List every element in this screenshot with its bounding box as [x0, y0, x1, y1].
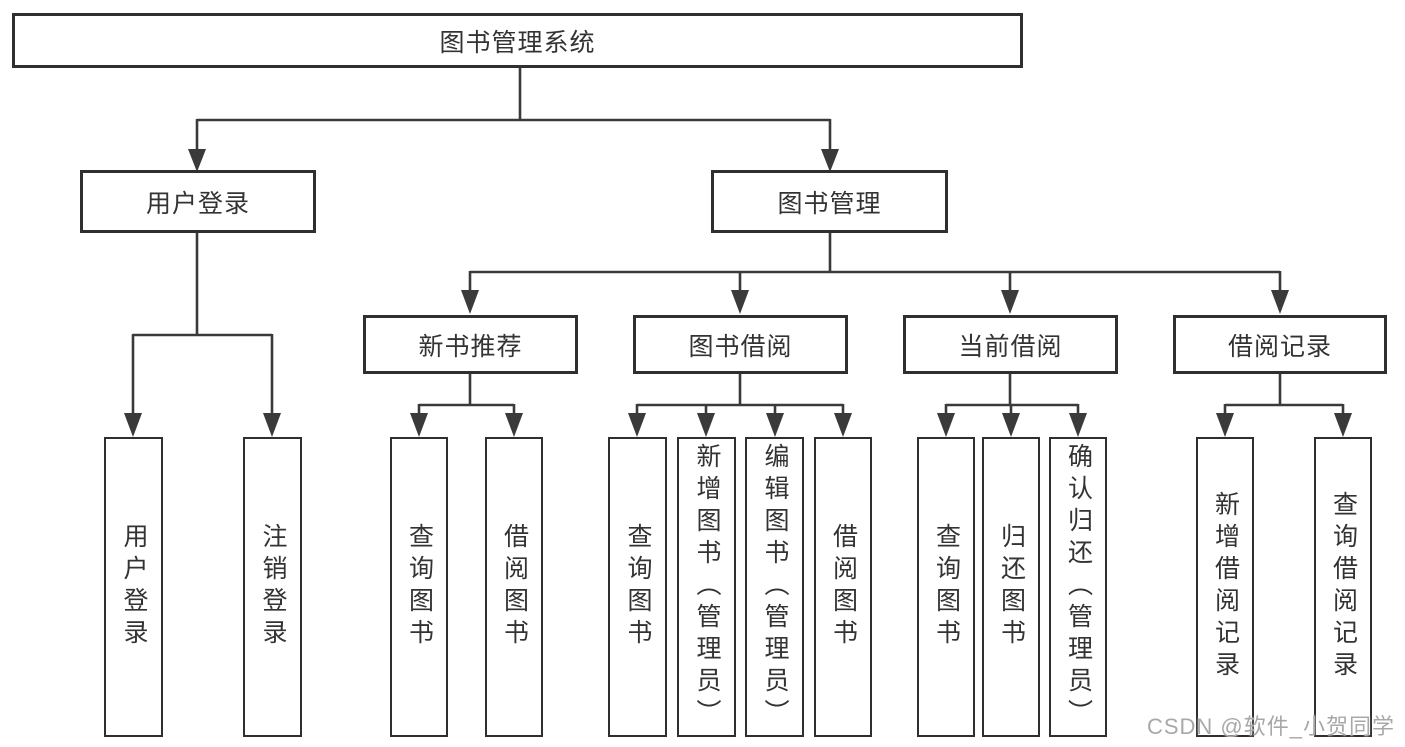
node-label: 编辑图书（管理员） — [761, 443, 789, 731]
leaf-edit-books-admin: 编辑图书（管理员） — [745, 437, 804, 737]
leaf-borrow-books-recommend: 借阅图书 — [485, 437, 543, 737]
leaf-query-books-borrowing: 查询图书 — [608, 437, 667, 737]
leaf-user-login: 用户登录 — [104, 437, 163, 737]
node-book-management: 图书管理 — [711, 170, 948, 233]
arrow-down-icon — [834, 413, 852, 437]
node-label: 归还图书 — [997, 523, 1026, 651]
arrow-down-icon — [263, 413, 281, 437]
leaf-confirm-return-admin: 确认归还（管理员） — [1049, 437, 1107, 737]
node-label: 查询图书 — [932, 523, 961, 651]
leaf-add-books-admin: 新增图书（管理员） — [677, 437, 736, 737]
arrow-down-icon — [731, 290, 749, 314]
arrow-down-icon — [1002, 413, 1020, 437]
arrow-down-icon — [821, 149, 839, 172]
leaf-query-borrow-record: 查询借阅记录 — [1314, 437, 1372, 737]
node-label: 注销登录 — [259, 523, 287, 651]
arrow-down-icon — [697, 413, 715, 437]
node-library-management-system: 图书管理系统 — [12, 13, 1023, 68]
node-label: 确认归还（管理员） — [1064, 443, 1093, 731]
arrow-down-icon — [1001, 290, 1019, 314]
leaf-query-books-recommend: 查询图书 — [390, 437, 448, 737]
leaf-query-books-current: 查询图书 — [917, 437, 975, 737]
leaf-logout: 注销登录 — [243, 437, 302, 737]
arrow-down-icon — [1069, 413, 1087, 437]
arrow-down-icon — [1216, 413, 1234, 437]
node-label: 图书借阅 — [688, 332, 793, 361]
arrow-down-icon — [1334, 413, 1352, 437]
arrow-down-icon — [628, 413, 646, 437]
node-label: 借阅图书 — [829, 523, 858, 651]
node-label: 借阅记录 — [1227, 332, 1332, 361]
leaf-return-books: 归还图书 — [982, 437, 1040, 737]
node-label: 查询借阅记录 — [1329, 491, 1358, 683]
arrow-down-icon — [766, 413, 784, 437]
node-label: 新书推荐 — [418, 332, 523, 361]
arrow-down-icon — [188, 149, 206, 172]
arrow-down-icon — [461, 290, 479, 314]
arrow-down-icon — [1271, 290, 1289, 314]
arrow-down-icon — [505, 413, 523, 437]
node-label: 当前借阅 — [958, 332, 1063, 361]
node-label: 借阅图书 — [500, 523, 529, 651]
node-user-login-branch: 用户登录 — [80, 170, 316, 233]
node-borrowing-records: 借阅记录 — [1173, 315, 1387, 374]
node-book-borrowing: 图书借阅 — [633, 315, 848, 374]
node-label: 查询图书 — [405, 523, 434, 651]
node-current-borrowing: 当前借阅 — [903, 315, 1118, 374]
node-label: 新增图书（管理员） — [693, 443, 721, 731]
arrow-down-icon — [937, 413, 955, 437]
node-label: 图书管理 — [777, 189, 882, 218]
leaf-borrow-books-borrowing: 借阅图书 — [814, 437, 872, 737]
node-label: 用户登录 — [145, 189, 250, 218]
node-label: 新增借阅记录 — [1211, 491, 1240, 683]
arrow-down-icon — [410, 413, 428, 437]
connector-lines — [131, 68, 1345, 416]
leaf-add-borrow-record: 新增借阅记录 — [1196, 437, 1254, 737]
node-label: 图书管理系统 — [439, 28, 596, 57]
arrow-down-icon — [124, 413, 142, 437]
node-label: 查询图书 — [624, 523, 652, 651]
node-new-book-recommendation: 新书推荐 — [363, 315, 578, 374]
node-label: 用户登录 — [120, 523, 148, 651]
